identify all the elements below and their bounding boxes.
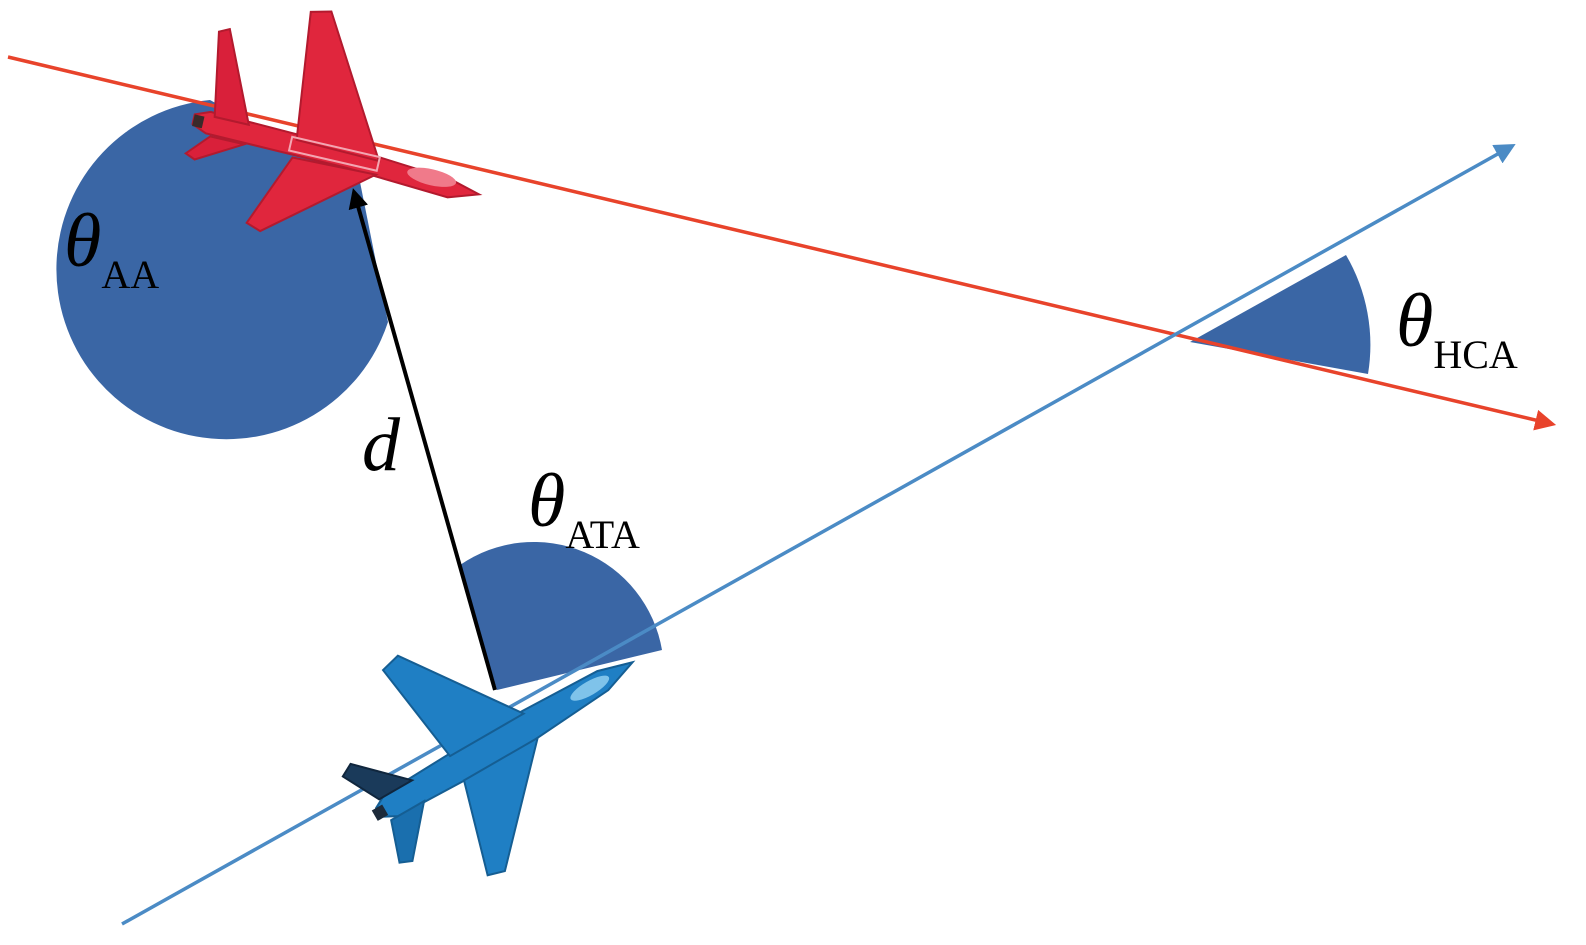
hca-angle-label: θHCA xyxy=(1396,278,1518,377)
aa-angle-label: θAA xyxy=(64,198,159,297)
hca-subscript: HCA xyxy=(1433,332,1518,377)
ata-angle-label: θATA xyxy=(528,458,640,557)
hca-angle-wedge xyxy=(1190,255,1371,374)
distance-vector-arrow xyxy=(348,188,497,691)
aa-theta-symbol: θ xyxy=(64,199,102,283)
red-fighter-jet-icon xyxy=(183,10,483,233)
distance-label: d xyxy=(362,402,400,489)
own-heading-line xyxy=(121,143,1516,926)
aa-subscript: AA xyxy=(101,252,160,297)
target-heading-line xyxy=(7,55,1557,431)
ata-subscript: ATA xyxy=(565,512,640,557)
hca-theta-symbol: θ xyxy=(1396,279,1434,363)
distance-symbol: d xyxy=(362,403,400,487)
ata-angle-wedge xyxy=(460,541,662,690)
ata-theta-symbol: θ xyxy=(528,459,566,543)
blue-fighter-jet-icon xyxy=(341,654,636,877)
